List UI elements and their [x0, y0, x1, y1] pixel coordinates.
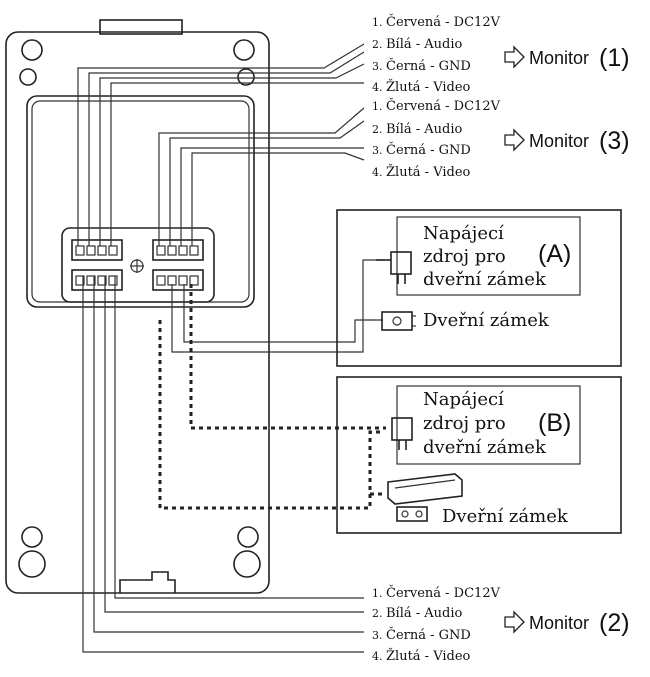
screw-hole-icon	[233, 39, 255, 61]
wire-number: 2.	[372, 38, 383, 51]
power-supply-icon	[391, 417, 413, 441]
wire-label: Černá - GND	[386, 141, 471, 158]
door-strike-b-icon	[387, 473, 463, 522]
wire-number: 3.	[372, 60, 383, 73]
center-screw-icon	[130, 259, 144, 273]
wires-monitor-3	[158, 107, 365, 246]
screw-hole-icon	[237, 68, 255, 86]
wire-label: Černá - GND	[386, 57, 471, 74]
terminal-block-right-top	[152, 239, 204, 261]
wire-number: 2.	[372, 607, 383, 620]
option-b-power-line-2: zdroj pro	[423, 413, 506, 434]
wire-label: Bílá - Audio	[386, 606, 463, 621]
screw-hole-icon	[237, 526, 259, 548]
monitor-number: (1)	[599, 44, 630, 72]
wire-number: 1.	[372, 16, 383, 29]
wires-option-b	[158, 284, 386, 510]
wire-number: 1.	[372, 100, 383, 113]
option-b-power-line-3: dveřní zámek	[423, 437, 547, 458]
option-a-box: Napájecí zdroj pro dveřní zámek (A) Dveř…	[336, 209, 622, 367]
option-a-power-line-1: Napájecí	[423, 223, 504, 244]
monitor-label: Monitor	[529, 613, 589, 633]
monitor-label: Monitor	[529, 48, 589, 68]
wire-label: Bílá - Audio	[386, 37, 463, 52]
screw-hole-icon	[233, 550, 261, 578]
power-supply-icon	[390, 251, 412, 275]
option-b-power-line-1: Napájecí	[423, 389, 504, 410]
wires-monitor-2	[82, 276, 364, 653]
option-a-power-line-2: zdroj pro	[423, 246, 506, 267]
option-b-lock-label: Dveřní zámek	[442, 506, 569, 527]
door-station-panel	[5, 19, 270, 594]
option-b-letter: (B)	[538, 409, 571, 437]
wire-number: 1.	[372, 587, 383, 600]
option-a-letter: (A)	[538, 240, 571, 268]
screw-hole-icon	[19, 68, 37, 86]
group-monitor-3: 1. Červená - DC12V 2. Bílá - Audio 3. Če…	[372, 97, 630, 180]
monitor-label: Monitor	[529, 131, 589, 151]
group-monitor-1: 1. Červená - DC12V 2. Bílá - Audio 3. Če…	[372, 13, 630, 95]
screw-hole-icon	[18, 550, 46, 578]
option-a-power-line-3: dveřní zámek	[423, 269, 547, 290]
wire-number: 4.	[372, 650, 383, 663]
wire-label: Červená - DC12V	[386, 13, 501, 30]
wire-label: Žlutá - Video	[386, 79, 471, 95]
arrow-right-icon	[504, 128, 525, 152]
option-b-box: Napájecí zdroj pro dveřní zámek (B) Dveř…	[336, 376, 622, 534]
option-a-lock-label: Dveřní zámek	[423, 310, 550, 331]
arrow-right-icon	[504, 45, 525, 69]
screw-hole-icon	[21, 526, 43, 548]
wire-label: Žlutá - Video	[386, 164, 471, 180]
wire-label: Červená - DC12V	[386, 97, 501, 114]
screw-hole-icon	[21, 39, 43, 61]
arrow-right-icon	[504, 610, 525, 634]
wire-number: 4.	[372, 81, 383, 94]
monitor-number: (3)	[599, 127, 630, 155]
group-monitor-2: 1. Červená - DC12V 2. Bílá - Audio 3. Če…	[372, 584, 630, 664]
terminal-block-left-top	[71, 239, 123, 261]
wire-number: 3.	[372, 144, 383, 157]
wire-number: 2.	[372, 123, 383, 136]
wire-label: Červená - DC12V	[386, 584, 501, 601]
door-lock-a-icon	[381, 311, 416, 331]
monitor-number: (2)	[599, 609, 630, 637]
wire-label: Žlutá - Video	[386, 648, 471, 664]
wires-monitor-1	[77, 43, 365, 246]
terminal-block-left-bottom	[71, 269, 123, 291]
wire-number: 3.	[372, 629, 383, 642]
terminal-block-right-bottom	[152, 269, 204, 291]
wire-number: 4.	[372, 166, 383, 179]
wire-label: Černá - GND	[386, 626, 471, 643]
wire-label: Bílá - Audio	[386, 122, 463, 137]
wires-option-a	[171, 259, 383, 353]
